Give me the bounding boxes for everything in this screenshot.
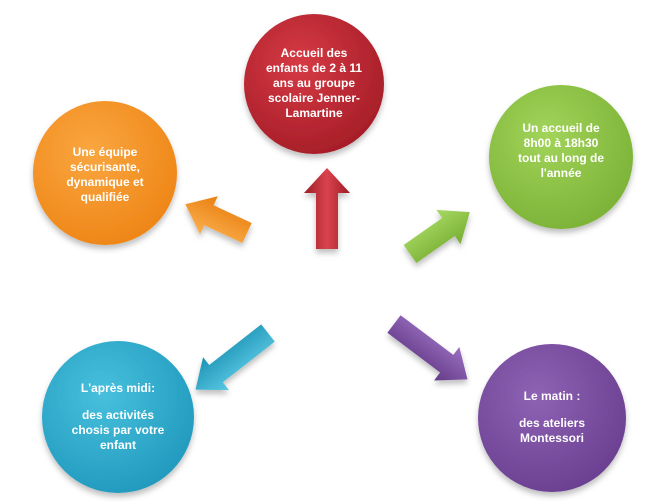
node-bottom-left-line-5: enfant (100, 438, 136, 452)
node-bottom-left-line-4: chosis par votre (72, 423, 165, 437)
node-top-line-2: enfants de 2 à 11 (266, 61, 362, 75)
arrow-down-left-icon (195, 324, 275, 391)
node-bottom-right: Le matin : des ateliers Montessori (478, 344, 626, 492)
node-bottom-left: L'après midi: des activités chosis par v… (42, 341, 194, 493)
circle-left (33, 101, 177, 245)
arrow-up-icon (304, 168, 350, 249)
node-left: Une équipe sécurisante, dynamique et qua… (33, 101, 177, 245)
arrow-up-right-icon (403, 209, 470, 264)
node-bottom-right-line-4: Montessori (520, 431, 584, 445)
node-top-line-1: Accueil des (281, 46, 348, 60)
node-bottom-right-line-1: Le matin : (524, 389, 581, 403)
arrow-up-left-icon (185, 196, 252, 243)
node-top-line-4: scolaire Jenner- (268, 91, 360, 105)
node-bottom-left-line-3: des activités (82, 408, 154, 422)
node-left-line-4: qualifiée (81, 190, 130, 204)
node-top-line-5: Lamartine (285, 106, 343, 120)
node-right-line-3: tout au long de (518, 151, 604, 165)
node-left-line-2: sécurisante, (70, 160, 140, 174)
node-left-line-3: dynamique et (66, 175, 143, 189)
node-bottom-left-line-1: L'après midi: (81, 381, 155, 395)
node-left-line-1: Une équipe (73, 145, 138, 159)
node-bottom-right-line-3: des ateliers (519, 416, 585, 430)
circle-top (244, 14, 384, 154)
node-top: Accueil des enfants de 2 à 11 ans au gro… (244, 14, 384, 154)
node-right: Un accueil de 8h00 à 18h30 tout au long … (489, 85, 633, 229)
circle-bottom-right (478, 344, 626, 492)
node-right-line-2: 8h00 à 18h30 (524, 136, 599, 150)
circle-bottom-left (42, 341, 194, 493)
node-right-line-1: Un accueil de (522, 121, 600, 135)
arrow-down-right-icon (387, 315, 468, 381)
circle-right (489, 85, 633, 229)
node-right-line-4: l'année (541, 166, 582, 180)
node-top-line-3: ans au groupe (273, 76, 355, 90)
